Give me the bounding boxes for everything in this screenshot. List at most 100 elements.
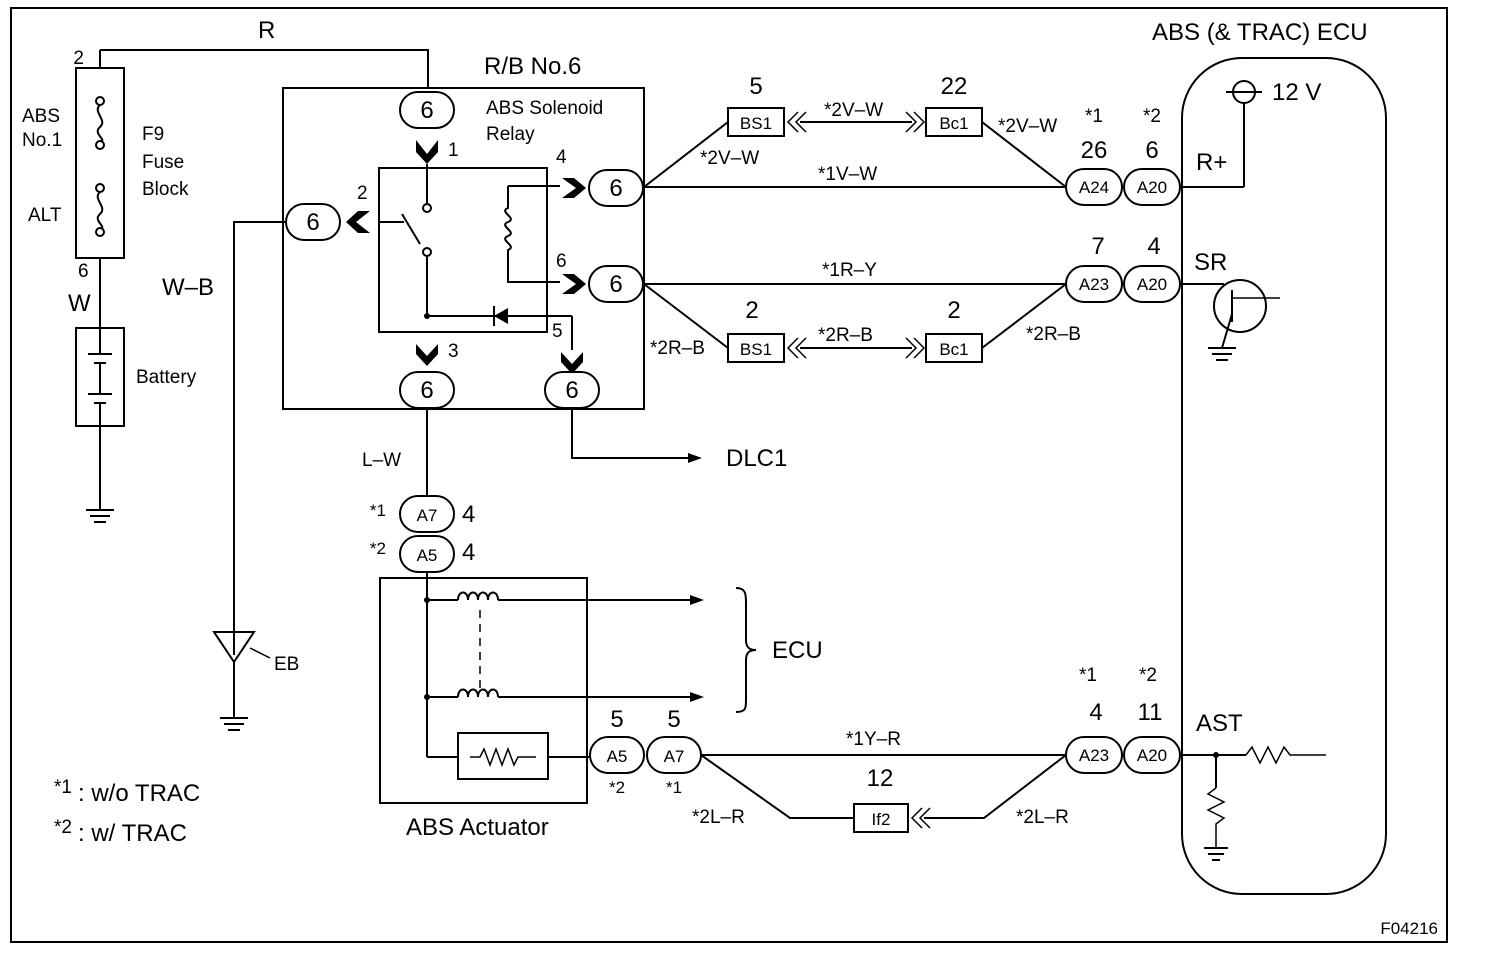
ecu-title: ABS (& TRAC) ECU [1152,19,1368,46]
wire-label-vw2-c: *2V–W [998,116,1057,137]
fuse-block: 2 ABS No.1 ALT F9 Fuse Block 6 [22,48,189,282]
pin-a7-out: 5 [667,706,680,733]
mark-a7-top: *1 [370,501,386,520]
ecu-connector-a23-row3-pin: 4 [1089,699,1102,726]
note-2-mark: *2 [54,817,72,838]
relay-pin-2: 2 [357,183,368,204]
relay-name-2: Relay [486,124,535,145]
mark-a5-top: *2 [370,539,386,558]
figure-id: F04216 [1380,919,1438,938]
battery-label: Battery [136,367,197,388]
ecu-connector-a20-row2-label: A20 [1137,275,1167,294]
relay-connector-bottom-right: 6 [565,377,578,404]
ecu-connector-a23-row2-label: A23 [1079,275,1109,294]
mark-ecu-col1-bottom: *1 [1079,665,1097,686]
relay-connector-left: 6 [306,209,319,236]
wire-label-rb2-b: *2R–B [650,338,705,359]
dlc1-label: DLC1 [726,445,787,472]
abs-ecu: ABS (& TRAC) ECU 12 V R+ SR AST [1152,19,1387,895]
fuse-alt-label: ALT [28,205,62,226]
junction-bc1-top [925,107,983,137]
ecu-connector-a23-row2-pin: 7 [1091,233,1104,260]
fuse-block-name-3: Block [142,179,189,200]
ground-eb-label: EB [274,654,299,675]
diagram-frame [10,7,1448,943]
actuator-connector-a5-top-label: A5 [417,546,438,565]
ecu-connector-a23-row2 [1065,265,1123,303]
actuator-connector-a5-out-label: A5 [607,747,628,766]
fuse-block-name-2: Fuse [142,152,184,173]
wire-label-ry1: *1R–Y [822,260,877,281]
ecu-connector-a20-row1-pin: 6 [1145,137,1158,164]
junction-bs1-top-pin: 5 [749,73,762,100]
relay-box-title: R/B No.6 [484,53,581,80]
battery: Battery [75,327,197,523]
wire-label-lr2-a: *2L–R [692,807,745,828]
ecu-connector-a20-row3-pin: 11 [1138,699,1163,726]
wire-label-vw2-a: *2V–W [824,100,883,121]
fuse-pin-bottom: 6 [78,261,89,282]
relay-connector-right-top: 6 [609,175,622,202]
relay-name-1: ABS Solenoid [486,98,603,119]
wire-w-label: W [68,290,91,317]
wire-label-vw2-b: *2V–W [700,148,759,169]
wire-wb [233,221,290,655]
ecu-connector-a24-pin: 26 [1081,137,1108,164]
pin-a5-out: 5 [610,706,623,733]
relay-pin-1: 1 [448,140,459,161]
ecu-rplus-label: R+ [1196,149,1227,176]
ecu-brace [735,587,757,713]
junction-if2-pin: 12 [867,765,894,792]
abs-actuator: ABS Actuator [379,572,704,841]
wire-label-lr2-b: *2L–R [1016,807,1069,828]
ecu-connector-a20-row2-pin: 4 [1147,233,1160,260]
actuator-connector-a7-out-label: A7 [664,747,685,766]
fuse-abs-label: ABS [22,106,60,127]
ecu-connector-a24-label: A24 [1079,178,1109,197]
wire-label-vw1: *1V–W [818,164,877,185]
junction-bs1-bottom-pin: 2 [745,297,758,324]
relay-pin-5: 5 [552,321,563,342]
wire-r-label: R [258,17,275,44]
pin-a7-top: 4 [462,501,475,528]
mark-a5-out: *2 [609,778,625,797]
junction-bs1-bottom-label: BS1 [740,340,772,359]
junction-bs1-top [727,107,785,137]
ecu-connector-a23-row3-label: A23 [1079,746,1109,765]
junction-bc1-bottom-pin: 2 [947,297,960,324]
wire-label-rb2-a: *2R–B [818,325,873,346]
junction-if2-label: If2 [872,810,891,829]
junction-bc1-top-label: Bc1 [939,114,968,133]
relay-pin-6: 6 [556,251,567,272]
ecu-ast-label: AST [1196,710,1243,737]
relay-connector-top: 6 [420,97,433,124]
pin-a5-top: 4 [462,539,475,566]
mark-ecu-col2-bottom: *2 [1139,665,1157,686]
note-1-text: : w/o TRAC [78,780,200,807]
ecu-ref-label: ECU [772,637,823,664]
junction-if2 [853,803,909,833]
relay-pin-3: 3 [448,341,459,362]
mark-a7-out: *1 [666,778,682,797]
note-2-text: : w/ TRAC [78,820,187,847]
wire-r [100,49,429,88]
ecu-sr-label: SR [1194,249,1227,276]
fuse-block-name-1: F9 [142,124,164,145]
fuse-pin-top: 2 [73,48,84,69]
actuator-connector-a5-out [589,736,645,774]
junction-bc1-bottom-label: Bc1 [939,340,968,359]
actuator-connector-a7-top-label: A7 [417,506,438,525]
wire-label-rb2-c: *2R–B [1026,324,1081,345]
wire-dlc1 [571,408,696,459]
ecu-connector-a20-row1-label: A20 [1137,178,1167,197]
relay-box: R/B No.6 ABS Solenoid Relay 6 1 6 2 6 4 … [282,53,645,410]
ecu-supply-label: 12 V [1272,79,1321,106]
relay-connector-right-mid: 6 [609,271,622,298]
mark-ecu-col2-top: *2 [1143,106,1161,127]
relay-connector-bottom-left: 6 [420,377,433,404]
actuator-label: ABS Actuator [406,814,549,841]
actuator-connector-a7-top [399,495,455,533]
wire-lw-label: L–W [362,450,401,471]
mark-ecu-col1-top: *1 [1085,106,1103,127]
